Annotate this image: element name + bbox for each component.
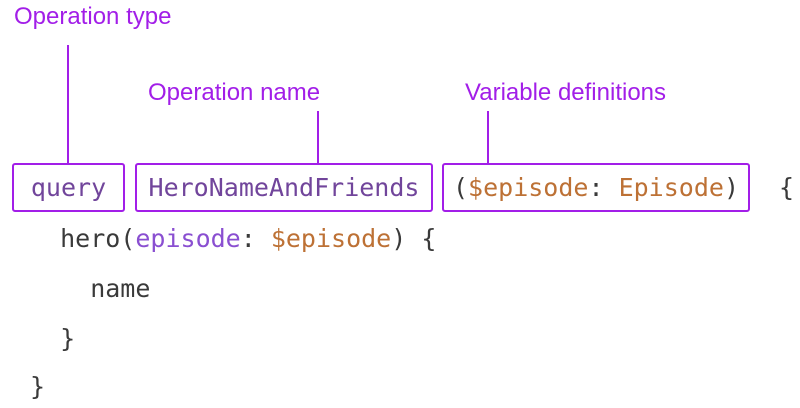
query-open-brace: { [779,163,794,212]
argument-value-variable: $episode [270,223,392,253]
operation-type-keyword: query [30,173,107,202]
colon-separator: : [240,223,271,253]
colon-separator: : [588,173,619,202]
variable-type: Episode [618,173,724,202]
code-line-5: } [30,361,45,408]
variable-definitions-box: ($episode: Episode) [442,163,750,212]
code-line-4: } [30,313,75,363]
close-paren-and-brace: ) { [391,223,437,253]
variable-definitions-label: Variable definitions [465,79,667,106]
operation-name-identifier: HeroNameAndFriends [148,173,420,202]
operation-name-connector-line [317,111,319,164]
code-line-3: name [30,263,150,313]
hero-field-and-paren: hero( [30,223,136,253]
operation-type-label: Operation type [14,3,172,30]
name-field: name [30,273,151,303]
inner-close-brace: } [30,323,76,353]
code-line-2: hero(episode: $episode) { [30,213,436,263]
operation-type-connector-line [67,45,69,164]
close-paren: ) [723,173,739,202]
outer-close-brace: } [30,371,46,401]
variable-name: $episode [468,173,589,202]
open-paren: ( [452,173,469,202]
variable-definitions-connector-line [487,111,489,164]
open-brace: { [779,173,795,202]
operation-name-label: Operation name [148,79,321,106]
code-line-1: query HeroNameAndFriends ($episode: Epis… [0,163,800,212]
operation-name-box: HeroNameAndFriends [135,163,433,212]
operation-type-box: query [12,163,125,212]
argument-name: episode [135,223,241,253]
